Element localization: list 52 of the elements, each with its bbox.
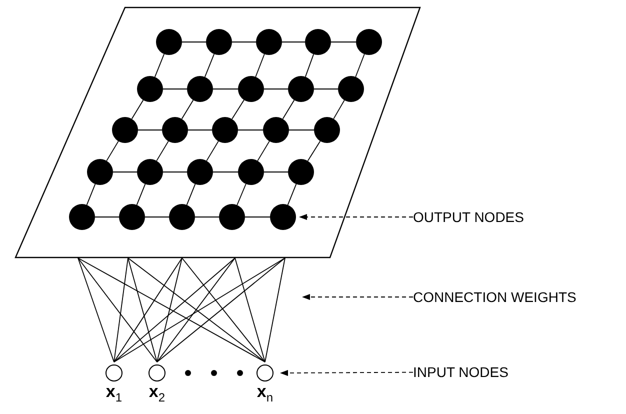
connection-line — [128, 258, 266, 362]
variable-label: x$_{2}$ — [148, 382, 166, 406]
connection-line — [333, 100, 345, 120]
connection-line — [78, 258, 158, 362]
connection-line — [154, 54, 165, 78]
connection-line — [94, 216, 120, 218]
connection-line — [304, 54, 314, 78]
connection-line — [114, 258, 128, 362]
connection-line — [206, 140, 219, 162]
connection-line — [355, 54, 365, 78]
connection-line — [307, 140, 321, 162]
connection-line — [182, 258, 266, 362]
connection-line — [264, 258, 286, 362]
connection-line — [194, 216, 220, 218]
connection-line — [78, 258, 266, 362]
annotation-label: INPUT NODES — [413, 364, 508, 380]
connection-line — [314, 88, 338, 90]
connection-line — [282, 100, 295, 120]
annotation-label: OUTPUT NODES — [413, 209, 524, 225]
connection-line — [212, 88, 238, 90]
connection-line — [106, 140, 119, 162]
connection-line — [128, 258, 158, 362]
variable-label: x$_{n}$ — [256, 382, 274, 406]
connection-line — [236, 184, 246, 206]
leader-line — [302, 294, 414, 300]
connection-line — [204, 54, 215, 78]
connection-line — [186, 184, 196, 206]
connection-line — [156, 258, 286, 362]
connection-line — [78, 258, 114, 362]
leader-line — [280, 370, 414, 376]
leader-line — [299, 214, 414, 220]
connection-line — [264, 88, 288, 90]
variable-label: x$_{1}$ — [104, 382, 124, 406]
connection-line — [156, 258, 236, 362]
connection-line — [114, 258, 236, 362]
connection-line — [156, 258, 182, 362]
connection-line — [144, 216, 170, 218]
connection-line — [136, 184, 146, 206]
connection-line — [232, 100, 244, 120]
connection-line — [86, 184, 96, 206]
connection-line — [181, 100, 194, 120]
connection-line — [287, 184, 297, 206]
connection-line — [234, 258, 266, 362]
connection-line — [257, 140, 270, 162]
connection-line — [255, 54, 265, 78]
connection-line — [131, 100, 144, 120]
annotation-label: CONNECTION WEIGHTS — [413, 289, 576, 305]
connection-line — [114, 258, 286, 362]
connection-line — [244, 216, 270, 218]
connection-line — [114, 258, 182, 362]
connection-line — [156, 140, 169, 162]
connection-line — [162, 88, 188, 90]
